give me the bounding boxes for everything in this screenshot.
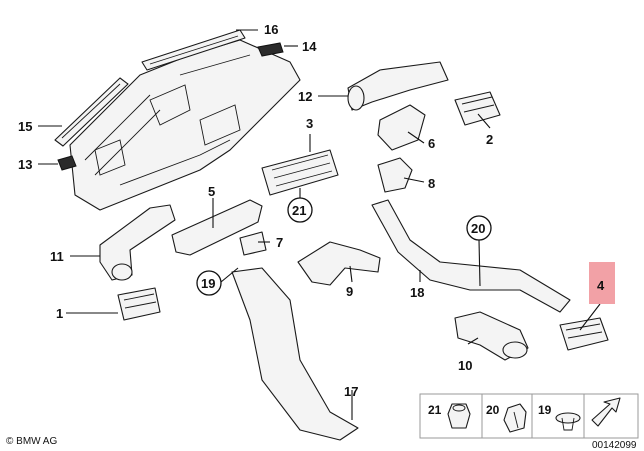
highlight-part-4 xyxy=(589,262,615,304)
legend-label-20: 20 xyxy=(486,403,500,417)
fastener-legend: 21 20 19 xyxy=(419,393,639,439)
arrow-icon xyxy=(591,397,621,427)
part-5-panel xyxy=(171,199,263,256)
part-12-duct xyxy=(347,61,449,111)
callout-13: 13 xyxy=(18,157,32,172)
callout-17: 17 xyxy=(344,384,358,399)
callout-circle-19 xyxy=(196,270,222,296)
callout-8: 8 xyxy=(428,176,435,191)
callout-19: 19 xyxy=(201,276,215,291)
callout-21: 21 xyxy=(292,203,306,218)
callout-16: 16 xyxy=(264,22,278,37)
callout-4: 4 xyxy=(597,278,605,293)
callout-15: 15 xyxy=(18,119,32,134)
callout-5: 5 xyxy=(208,184,215,199)
defroster-strip xyxy=(141,29,246,71)
part-11-duct xyxy=(99,204,176,281)
side-defroster-strip xyxy=(54,77,129,147)
clip-20-icon xyxy=(503,403,527,433)
callout-6: 6 xyxy=(428,136,435,151)
callout-20: 20 xyxy=(471,221,485,236)
part-18-duct xyxy=(371,199,571,313)
callout-18: 18 xyxy=(410,285,424,300)
callout-3: 3 xyxy=(306,116,313,131)
callout-circle-21 xyxy=(287,197,313,223)
callout-2: 2 xyxy=(486,132,493,147)
legend-label-21: 21 xyxy=(428,403,442,417)
part-3-center-vent xyxy=(261,149,339,196)
diagram-number: 00142099 xyxy=(592,440,637,451)
part-8-duct xyxy=(377,157,413,193)
nut-21-icon xyxy=(447,403,471,429)
callout-12: 12 xyxy=(298,89,312,104)
part-9-duct xyxy=(297,241,381,286)
small-cover-13 xyxy=(57,155,77,171)
part-7-clip xyxy=(239,231,267,256)
copyright-label: © BMW AG xyxy=(6,436,57,447)
callout-circle-20 xyxy=(466,215,492,241)
part-1-vent xyxy=(117,287,161,321)
leader-lines xyxy=(38,29,601,420)
callout-7: 7 xyxy=(276,235,283,250)
part-4-vent xyxy=(559,317,609,351)
callout-9: 9 xyxy=(346,284,353,299)
legend-label-19: 19 xyxy=(538,403,552,417)
part-2-side-vent xyxy=(454,91,501,126)
callout-11: 11 xyxy=(50,249,64,264)
part-17-duct xyxy=(231,267,359,441)
part-6-duct xyxy=(377,104,426,151)
clip-19-icon xyxy=(555,412,581,431)
part-10-duct xyxy=(454,311,529,361)
dashboard-panel xyxy=(69,39,301,211)
callout-10: 10 xyxy=(458,358,472,373)
callout-14: 14 xyxy=(302,39,317,54)
callout-1: 1 xyxy=(56,306,63,321)
small-cover-14 xyxy=(257,42,284,57)
